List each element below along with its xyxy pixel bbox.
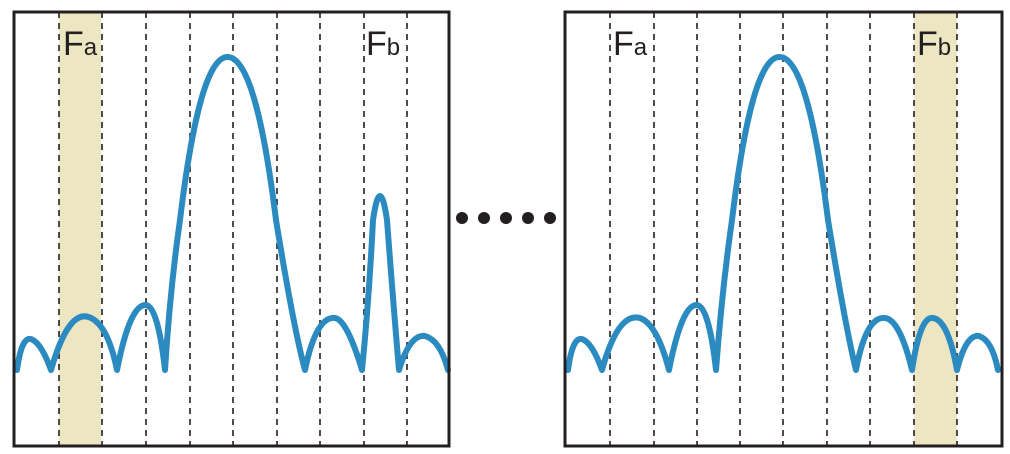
left-highlight-band-fa: [59, 12, 101, 446]
right-label-fa: Fa: [613, 25, 648, 63]
right-highlight-band-fb: [914, 12, 957, 446]
ellipsis-dot: [478, 212, 490, 224]
left-label-fa: Fa: [63, 25, 98, 63]
ellipsis-dot: [456, 212, 468, 224]
right-response-curve: [565, 54, 1001, 373]
ellipsis-dots: [456, 212, 556, 224]
ellipsis-dot: [522, 212, 534, 224]
left-panel: Fa Fb: [12, 10, 451, 448]
ellipsis-dot: [500, 212, 512, 224]
ellipsis-dot: [544, 212, 556, 224]
right-label-fb: Fb: [917, 25, 951, 63]
left-grid-lines: [58, 12, 408, 446]
left-label-fb: Fb: [366, 25, 400, 63]
right-grid-lines: [609, 12, 958, 446]
right-panel: Fa Fb: [563, 10, 1004, 448]
right-panel-frame: [563, 10, 1004, 448]
left-response-curve: [14, 54, 451, 373]
left-panel-frame: [12, 10, 451, 448]
